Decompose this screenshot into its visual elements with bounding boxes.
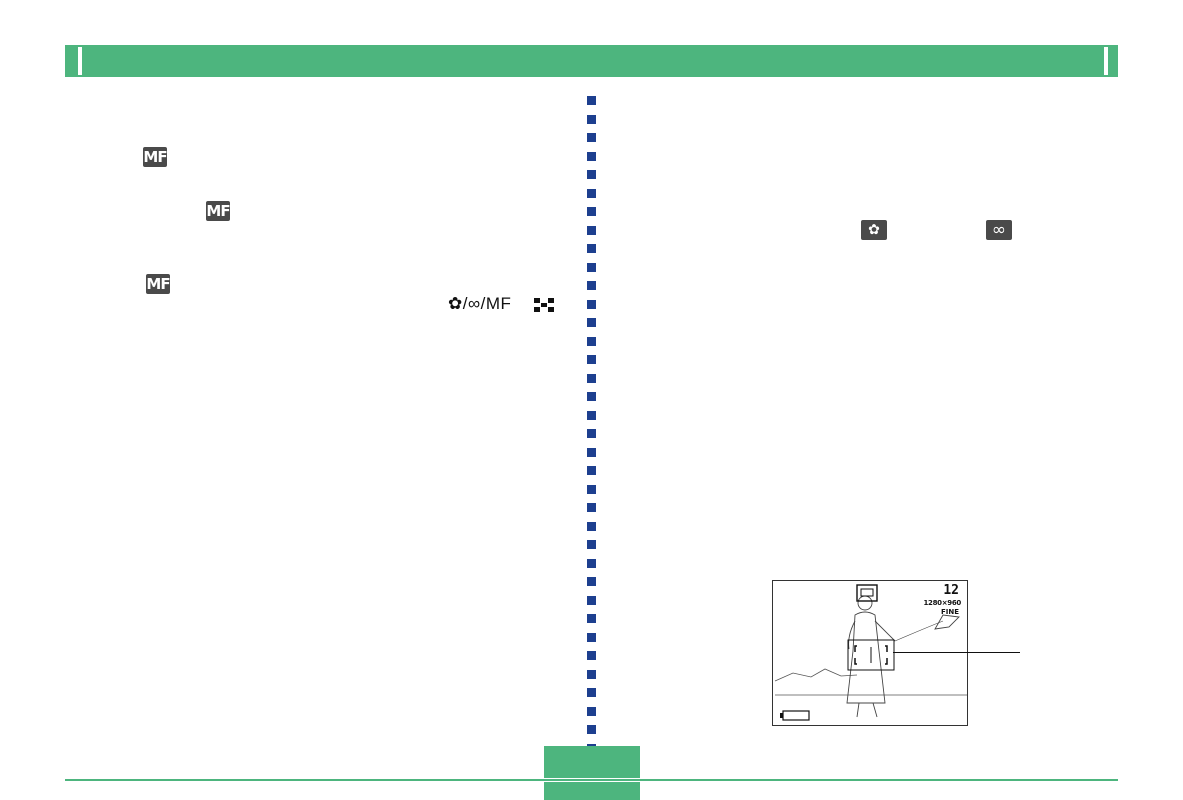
header-bar [65, 45, 1118, 77]
divider-dot [587, 410, 596, 420]
focus-mode-sequence: ✿/∞/MF [448, 294, 511, 314]
divider-dot [587, 188, 596, 198]
infinity-icon: ∞ [986, 220, 1012, 240]
divider-dot [587, 355, 596, 364]
divider-dot [587, 244, 596, 253]
resolution-indicator: 1280×960 [923, 599, 961, 607]
divider-dot [587, 151, 596, 161]
divider-dot [587, 207, 596, 216]
battery-icon [782, 710, 810, 721]
divider-dot [587, 521, 596, 531]
manual-focus-icon: MF [206, 201, 231, 221]
macro-icon: ✿ [448, 294, 463, 314]
divider-dot [587, 318, 596, 327]
divider-dot [587, 225, 596, 235]
divider-dot [587, 669, 596, 679]
divider-dot [587, 373, 596, 383]
divider-dot [587, 447, 596, 457]
focus-frame-callout-line [893, 652, 1020, 653]
divider-dot [587, 558, 596, 568]
divider-dot [587, 706, 596, 716]
divider-dot [587, 299, 596, 309]
divider-dot [587, 540, 596, 549]
focus-mode-label: /∞/MF [462, 294, 512, 313]
divider-dot [587, 336, 596, 346]
manual-focus-icon: MF [146, 274, 171, 294]
page-number-tab-lower [544, 782, 640, 800]
divider-dot [587, 114, 596, 124]
divider-dot [587, 262, 596, 272]
divider-dot [587, 577, 596, 586]
header-divider-right [1104, 47, 1108, 75]
divider-dot [587, 466, 596, 475]
header-divider-left [78, 47, 82, 75]
lcd-monitor-illustration: 12 1280×960 FINE [772, 580, 968, 726]
footer-line [65, 779, 1118, 781]
divider-dot [587, 429, 596, 438]
divider-dot [587, 484, 596, 494]
focus-area-icon [534, 298, 554, 312]
shots-remaining: 12 [943, 583, 959, 598]
divider-dot [587, 170, 596, 179]
divider-dot [587, 96, 596, 105]
macro-icon: ✿ [861, 220, 887, 240]
divider-dot [587, 632, 596, 642]
divider-dot [587, 614, 596, 623]
divider-dot [587, 133, 596, 142]
divider-dot [587, 651, 596, 660]
divider-dot [587, 595, 596, 605]
divider-dot [587, 281, 596, 290]
divider-dot [587, 392, 596, 401]
scene-illustration [774, 584, 967, 721]
divider-dot [587, 503, 596, 512]
divider-dot [587, 688, 596, 697]
manual-focus-icon: MF [143, 147, 168, 167]
divider-dot [587, 725, 596, 734]
page-number-tab [544, 746, 640, 778]
quality-indicator: FINE [940, 608, 959, 616]
